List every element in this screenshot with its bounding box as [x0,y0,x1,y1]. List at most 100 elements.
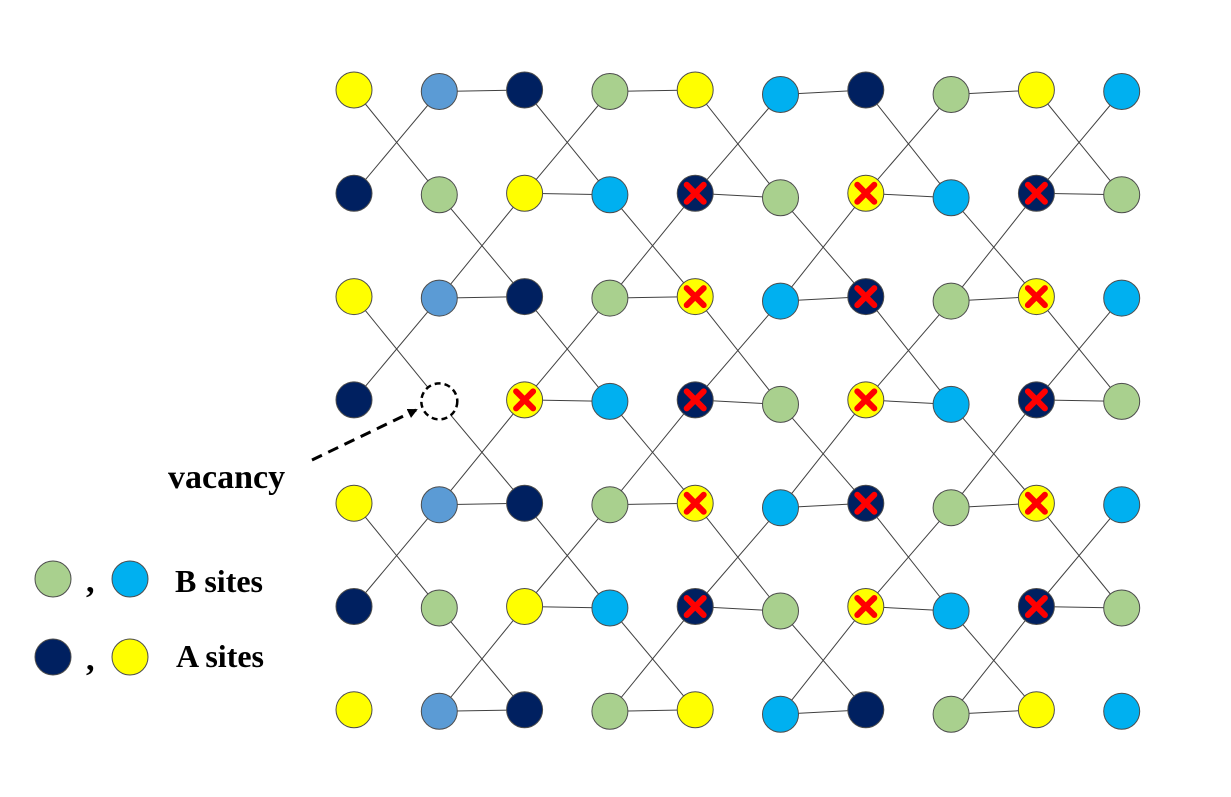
red-cross-icon [683,595,707,618]
lattice-site [932,282,970,320]
diagonal-bond [950,399,1037,509]
cross-stroke [854,595,878,618]
lattice-site [591,589,629,627]
lattice-site [847,71,885,109]
lattice-site [591,486,629,524]
bond-lines [353,89,1123,715]
cross-stroke [1024,491,1048,515]
diagonal-bond [865,94,952,194]
lattice-site [420,279,458,317]
vacancy-label: vacancy [168,459,285,496]
diagonal-bond [609,192,696,299]
cross-stroke [1024,595,1048,618]
lattice-site [1017,71,1055,109]
lattice-site [676,71,714,109]
red-cross-icon [513,388,537,412]
lattice-site [932,695,970,733]
red-cross-icon [854,491,878,515]
lattice-site [335,588,373,625]
lattice-site [420,176,458,214]
lattice-site [420,692,458,730]
substitution-marks [513,181,1048,618]
lattice-site [335,484,373,522]
diagonal-bond [1036,297,1123,401]
legend-b-green-circle [34,560,72,598]
red-cross-icon [854,181,878,205]
cross-stroke [513,388,537,412]
red-cross-icon [1024,181,1048,205]
lattice-site [591,279,629,317]
diagonal-bond [438,606,525,712]
lattice-site [1103,486,1141,524]
lattice-site [932,592,970,630]
diagonal-bond [950,606,1037,715]
diagonal-bond [353,91,440,194]
diagonal-bond [1036,504,1123,607]
diagonal-bond [609,399,696,506]
diagonal-bond [694,300,781,401]
lattice-site [932,76,970,113]
lattice-site [506,71,544,109]
lattice-site [420,73,458,110]
lattice-site [506,278,544,316]
legend-b-cyan-circle [111,560,149,598]
lattice-site [1017,691,1055,729]
red-cross-icon [1024,491,1048,515]
diagonal-bond [353,297,440,401]
lattice-site [762,179,799,217]
cross-stroke [683,491,707,515]
lattice-site [932,489,970,527]
cross-stroke [683,595,707,618]
lattice-site [591,692,629,730]
legend-a-comma: , [86,641,95,678]
diagonal-bond [1036,91,1123,194]
red-cross-icon [683,388,707,412]
lattice-site [506,588,544,625]
legend-b-sites-label: B sites [175,563,263,599]
lattice-site [932,385,970,423]
lattice-site [591,382,629,420]
lattice-sites [335,71,1141,733]
lattice-site [335,174,373,212]
red-cross-icon [1024,595,1048,618]
diagonal-bond [950,192,1037,302]
cross-stroke [1024,388,1048,412]
lattice-site [1103,176,1141,214]
legend: , B sites , A sites [34,560,264,678]
diagonal-bond [438,192,525,299]
legend-a-sites-label: A sites [176,638,264,674]
cross-stroke [1024,285,1048,309]
vacancy-annotation: vacancy [168,408,418,496]
diagonal-bond [780,399,867,509]
lattice-site [420,589,458,627]
lattice-site [335,278,373,316]
lattice-site [762,592,799,630]
cross-stroke [1024,181,1048,205]
diagonal-bond [524,297,611,401]
lattice-site [420,486,458,524]
red-cross-icon [854,595,878,618]
diagonal-bond [694,507,781,607]
red-cross-icon [1024,388,1048,412]
red-cross-icon [683,491,707,515]
lattice-site [762,282,799,320]
red-cross-icon [854,388,878,412]
diagonal-bond [524,504,611,607]
lattice-site [762,695,799,733]
diagonal-bond [780,606,867,715]
cross-stroke [683,285,707,309]
lattice-site [591,176,629,214]
diagonal-bond [694,94,781,194]
vacancy-site [420,382,459,421]
cross-stroke [854,388,878,412]
lattice-site [506,691,544,729]
red-cross-icon [854,285,878,309]
cross-stroke [854,285,878,309]
diagonal-bond [780,192,867,302]
vacancy-arrow [311,408,418,462]
lattice-site [676,691,714,729]
lattice-site [335,381,373,419]
lattice-site [335,691,373,729]
diagonal-bond [353,504,440,607]
cross-stroke [854,181,878,205]
